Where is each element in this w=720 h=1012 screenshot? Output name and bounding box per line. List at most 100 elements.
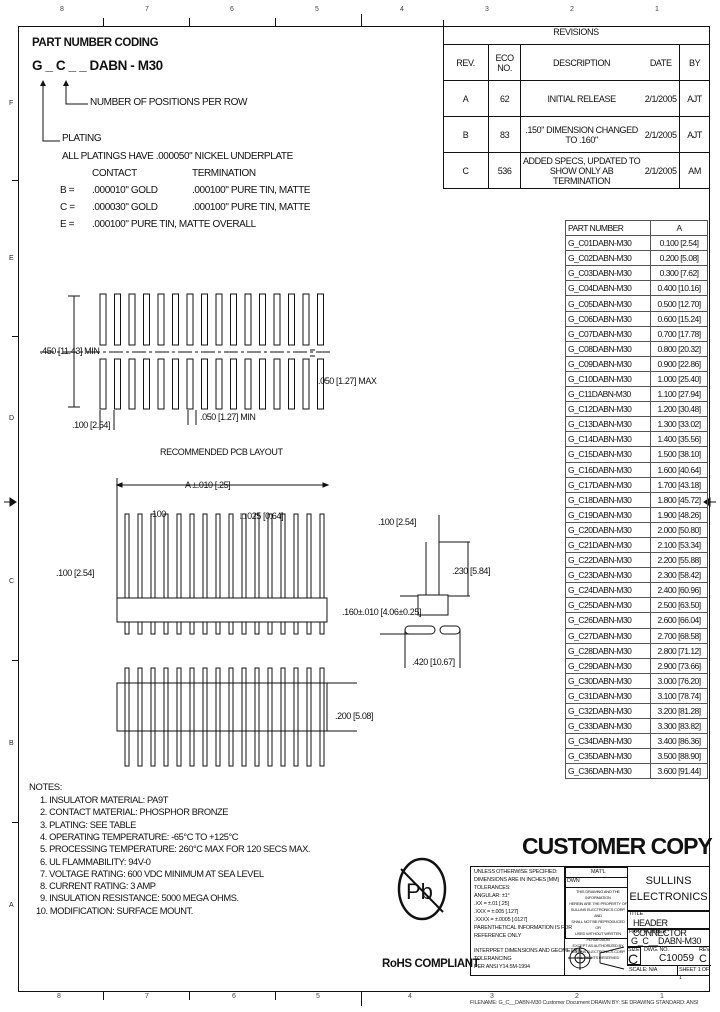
revision-row: B 83 .150" DIMENSION CHANGED TO .160" 2/… xyxy=(443,116,709,153)
note-item: 5. PROCESSING TEMPERATURE: 260°C MAX FOR… xyxy=(40,844,311,855)
part-number-cell: G_C22DABN-M30 xyxy=(564,552,652,569)
center-arrow-left-icon xyxy=(4,497,17,507)
dimension-a-cell: 1.900 [48.26] xyxy=(650,506,708,523)
dimension-a-cell: 1.100 [27.94] xyxy=(650,386,708,403)
front-dim-rows: .200 [5.08] xyxy=(335,711,374,721)
side-dim-foot: .420 [10.67] xyxy=(412,657,455,667)
note-item: 10. MODIFICATION: SURFACE MOUNT. xyxy=(36,905,193,916)
dimension-a-cell: 2.100 [53.34] xyxy=(650,536,708,554)
revision-row: C 536 ADDED SPECS, UPDATED TO SHOW ONLY … xyxy=(443,152,709,189)
dimension-a-cell: 0.300 [7.62] xyxy=(650,265,708,282)
dimension-a-cell: 0.600 [15.24] xyxy=(650,310,708,327)
dimension-a-cell: 1.400 [35.56] xyxy=(650,431,708,448)
dimension-a-cell: 2.900 [73.66] xyxy=(650,657,708,674)
dimension-a-cell: 2.700 [68.58] xyxy=(650,627,708,644)
dimension-a-cell: 0.400 [10.16] xyxy=(650,280,708,297)
part-number-cell: G_C34DABN-M30 xyxy=(564,733,652,750)
dimension-a-cell: 0.500 [12.70] xyxy=(650,295,708,312)
part-number-cell: G_C27DABN-M30 xyxy=(564,627,652,644)
side-dim-pin-height: .230 [5.84] xyxy=(452,566,491,576)
part-number-cell: G_C26DABN-M30 xyxy=(564,612,652,629)
drawing-border xyxy=(18,26,710,992)
part-number-cell: G_C02DABN-M30 xyxy=(564,250,652,267)
dimension-a-cell: 0.900 [22.86] xyxy=(650,355,708,372)
positions-label: NUMBER OF POSITIONS PER ROW xyxy=(90,97,247,108)
footer-info: FILENAME: G_C__DABN-M30 Customer Documen… xyxy=(470,1000,699,1006)
note-item: 1. INSULATOR MATERIAL: PA9T xyxy=(40,795,168,805)
part-number-cell: G_C08DABN-M30 xyxy=(564,340,652,357)
note-item: 4. OPERATING TEMPERATURE: -65°C TO +125°… xyxy=(40,831,239,842)
svg-text:Pb: Pb xyxy=(406,879,433,904)
dimension-a-cell: 3.400 [86.36] xyxy=(650,733,708,750)
note-item: 6. UL FLAMMABILITY: 94V-0 xyxy=(40,856,151,867)
part-number-cell: G_C03DABN-M30 xyxy=(564,265,652,282)
part-number-cell: G_C04DABN-M30 xyxy=(564,280,652,297)
part-number-cell: G_C32DABN-M30 xyxy=(564,702,652,720)
pcb-dim-height: .450 [11.43] MIN xyxy=(40,346,100,356)
dimension-a-cell: 1.500 [38.10] xyxy=(650,446,708,463)
part-number-cell: G_C13DABN-M30 xyxy=(564,416,652,433)
part-number-cell: G_C14DABN-M30 xyxy=(564,431,652,448)
dimension-a-cell: 0.700 [17.78] xyxy=(650,325,708,342)
part-number-cell: G_C18DABN-M30 xyxy=(564,491,652,508)
part-number-cell: G_C23DABN-M30 xyxy=(564,567,652,584)
connector-front-view xyxy=(115,478,357,767)
customer-copy-banner: CUSTOMER COPY xyxy=(522,833,713,859)
dimension-a-cell: 2.200 [55.88] xyxy=(650,552,708,569)
pcb-dim-pad-width: .050 [1.27] MAX xyxy=(318,376,377,386)
part-number-cell: G_C21DABN-M30 xyxy=(564,536,652,554)
note-item: 2. CONTACT MATERIAL: PHOSPHOR BRONZE xyxy=(40,807,229,818)
dimension-a-cell: 1.700 [43.18] xyxy=(650,476,708,493)
part-number-cell: G_C01DABN-M30 xyxy=(564,235,652,252)
part-number-cell: G_C11DABN-M30 xyxy=(564,386,652,403)
dimension-a-cell: 0.800 [20.32] xyxy=(650,340,708,357)
drawing-number: C10059 xyxy=(659,953,695,964)
coding-pattern: G _ C _ _ DABN - M30 xyxy=(32,58,163,73)
drawing-part-number: G_C__DABN-M30 xyxy=(631,936,702,946)
dimension-a-cell: 2.400 [60.96] xyxy=(650,582,708,599)
leader-lines xyxy=(40,80,88,142)
dimension-a-cell: 2.300 [58.42] xyxy=(650,567,708,584)
part-number-cell: G_C30DABN-M30 xyxy=(564,672,652,689)
dimension-a-cell: 2.500 [63.50] xyxy=(650,597,708,614)
part-number-cell: G_C15DABN-M30 xyxy=(564,446,652,463)
note-item: 9. INSULATION RESISTANCE: 5000 MEGA OHMS… xyxy=(40,893,239,904)
part-number-cell: G_C10DABN-M30 xyxy=(564,370,652,388)
drawing-title: HEADER CONNECTOR xyxy=(633,918,687,938)
part-number-cell: G_C24DABN-M30 xyxy=(564,582,652,599)
front-dim-row: .100 [2.54] xyxy=(56,568,95,578)
part-number-cell: G_C07DABN-M30 xyxy=(564,325,652,342)
note-item: 8. CURRENT RATING: 3 AMP xyxy=(40,881,156,892)
pcb-layout-drawing xyxy=(40,293,330,430)
rohs-label: RoHS COMPLIANT xyxy=(382,958,480,970)
